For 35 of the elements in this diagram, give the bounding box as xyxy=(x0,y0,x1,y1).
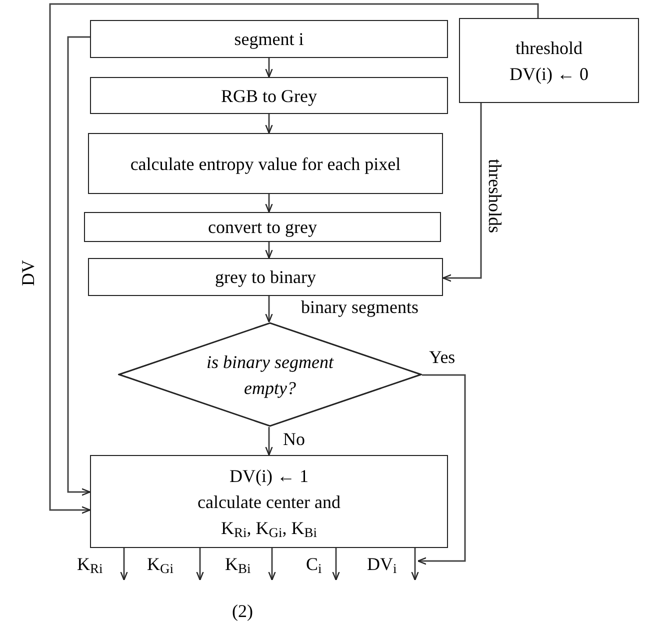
arrow xyxy=(49,3,539,514)
arrow xyxy=(268,548,276,581)
arrow xyxy=(67,36,91,496)
arrow xyxy=(265,242,273,259)
arrow xyxy=(417,374,466,565)
process-box xyxy=(88,133,443,194)
arrow xyxy=(265,194,273,213)
box-label: calculate center and xyxy=(198,490,340,514)
arrow xyxy=(332,548,340,581)
box-label: calculate entropy value for each pixel xyxy=(130,152,401,176)
box-label: K$_{Ri}$, K$_{Gi}$, K$_{Bi}$ xyxy=(220,516,318,540)
process-box xyxy=(84,212,441,242)
process-box xyxy=(459,18,639,103)
arrow xyxy=(411,548,419,581)
box-label: threshold xyxy=(516,36,582,60)
box-label: convert to grey xyxy=(208,216,317,239)
box-label: segment i xyxy=(234,28,304,51)
arrow xyxy=(196,548,204,581)
decision-text: is binary segment empty? xyxy=(206,350,335,400)
arrow xyxy=(120,548,128,581)
arrow xyxy=(265,427,273,456)
arrow xyxy=(442,103,482,282)
box-label: grey to binary xyxy=(215,266,316,289)
decision-diamond xyxy=(118,322,422,427)
box-label: DV(i) ← 0 xyxy=(510,62,588,86)
process-box xyxy=(90,77,448,114)
arrow xyxy=(265,296,273,323)
process-box xyxy=(90,20,448,58)
box-label: DV(i) ← 1 xyxy=(230,464,308,488)
arrow xyxy=(265,114,273,134)
arrow xyxy=(265,58,273,78)
process-box xyxy=(88,258,443,296)
caption: (2) xyxy=(232,600,253,622)
box-label: RGB to Grey xyxy=(221,84,317,108)
process-box xyxy=(90,455,448,548)
